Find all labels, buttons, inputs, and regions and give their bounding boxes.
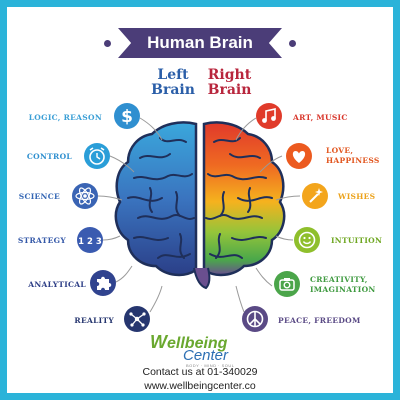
camera-icon	[279, 278, 295, 291]
label-love-line2: Happiness	[326, 156, 380, 165]
dollar-icon: $	[121, 107, 133, 127]
wishes-circle	[302, 183, 328, 209]
brain-stem	[193, 267, 211, 290]
label-wishes: Wishes	[338, 192, 376, 201]
label-reality: Reality	[74, 316, 114, 325]
left-brain-title-line1: Left	[157, 67, 189, 83]
label-science: Science	[18, 192, 60, 201]
logo-center: Center	[183, 347, 229, 364]
label-creativity-line1: Creativity,	[310, 275, 368, 284]
magic-wand-icon	[309, 188, 323, 203]
music-note-icon	[262, 108, 276, 123]
label-logic-reason: Logic, Reason	[28, 113, 102, 122]
right-brain-title-line1: Right	[207, 67, 252, 83]
logic-reason-circle: $	[114, 103, 140, 129]
peace-freedom-circle	[242, 306, 268, 332]
label-creativity-imagination: Creativity, Imagination	[310, 275, 376, 295]
creativity-circle	[274, 271, 300, 297]
label-intuition: Intuition	[331, 236, 383, 245]
label-control: Control	[26, 152, 72, 161]
logo-wordmark: Wellbeing	[150, 332, 227, 353]
network-icon	[129, 312, 146, 327]
love-happiness-circle	[286, 143, 312, 169]
label-creativity-line2: Imagination	[310, 285, 376, 294]
label-love-happiness: Love, Happiness	[326, 146, 380, 166]
heart-icon	[292, 151, 306, 163]
website-link[interactable]: www.wellbeingcenter.co	[144, 380, 256, 392]
numbers-icon: 1 2 3	[78, 237, 102, 247]
science-circle	[72, 183, 98, 209]
strategy-circle: 1 2 3	[77, 227, 103, 253]
peace-icon	[246, 310, 264, 328]
alarm-clock-icon	[89, 147, 105, 165]
banner-dot-right	[289, 40, 296, 47]
left-brain-title: Left Brain	[148, 68, 198, 98]
right-brain-title-line2: Brain	[207, 82, 252, 98]
label-love-line1: Love,	[326, 146, 354, 155]
label-strategy: Strategy	[17, 236, 66, 245]
reality-circle	[124, 306, 150, 332]
logo-rest: ellbeing	[167, 335, 228, 352]
logo-tagline: BODY · MIND · SOUL	[186, 363, 235, 368]
control-circle	[84, 143, 110, 169]
intuition-circle	[294, 227, 320, 253]
wellbeing-center-logo: Wellbeing Center BODY · MIND · SOUL	[150, 332, 250, 368]
label-analytical: Analytical	[28, 280, 86, 289]
page-title: Human Brain	[147, 33, 253, 52]
right-brain-title: Right Brain	[202, 68, 257, 98]
title-banner	[118, 28, 282, 58]
svg-text:1 2 3: 1 2 3	[78, 237, 102, 247]
analytical-circle	[90, 270, 116, 296]
art-music-circle	[256, 103, 282, 129]
label-peace-freedom: Peace, Freedom	[278, 316, 361, 325]
atom-icon	[75, 187, 95, 205]
contact-line: Contact us at 01-340029	[142, 366, 258, 378]
smiley-icon	[298, 231, 316, 249]
brain-illustration	[114, 121, 286, 290]
left-brain-title-line2: Brain	[151, 82, 195, 98]
logo-w: W	[150, 332, 167, 352]
label-art-music: Art, Music	[293, 113, 348, 122]
puzzle-icon	[97, 276, 112, 290]
banner-dot-left	[104, 40, 111, 47]
svg-text:$: $	[121, 107, 133, 127]
